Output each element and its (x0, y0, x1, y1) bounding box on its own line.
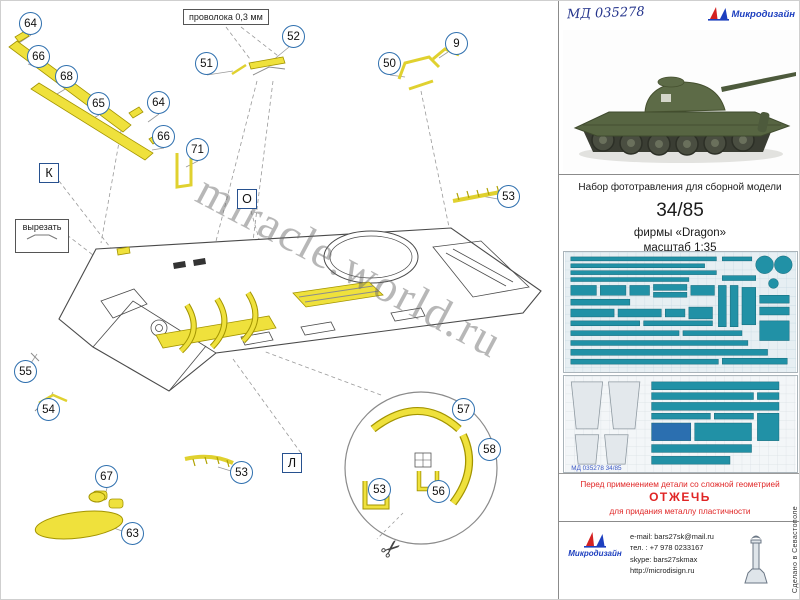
monument-icon (744, 535, 768, 584)
product-code: МД 035278 (566, 4, 645, 23)
part-callout: 66 (152, 125, 175, 148)
product-description: Набор фототравления для сборной модели (578, 182, 782, 193)
cutout-label: вырезать (15, 219, 69, 253)
brand-sail-icon (707, 7, 729, 21)
contact-email: e-mail: bars27sk@mail.ru (630, 532, 714, 541)
contact-info: e-mail: bars27sk@mail.ru тел. : +7 978 0… (630, 531, 735, 577)
warning-line-1: Перед применением детали со сложной геом… (580, 480, 780, 489)
contact-website: http://microdisign.ru (630, 566, 695, 576)
tank-photo (562, 30, 798, 172)
part-callout: 57 (452, 398, 475, 421)
fret-photo-2: МД 035278 34/85 (559, 375, 799, 473)
part-callout: 63 (121, 522, 144, 545)
part-callout: 64 (147, 91, 170, 114)
part-callout: 53 (230, 461, 253, 484)
warning-text: Перед применением детали со сложной геом… (559, 473, 799, 521)
brand-sail-icon (584, 532, 606, 548)
part-callout: 68 (55, 65, 78, 88)
brand-name: Микродизайн (731, 8, 796, 20)
brand-logo-footer: Микродизайн (566, 531, 624, 558)
part-callout: 64 (19, 12, 42, 35)
part-callout: 56 (427, 480, 450, 503)
letter-marker: О (237, 189, 257, 209)
part-callout: 52 (282, 25, 305, 48)
part-callout: 54 (37, 398, 60, 421)
info-panel: МД 035278 Микродизайн (558, 1, 799, 599)
part-callout: 9 (445, 32, 468, 55)
part-callout: 51 (195, 52, 218, 75)
part-callout: 53 (497, 185, 520, 208)
box-art-photo (559, 27, 799, 175)
assembly-diagram: ✂ miracle.world.ru проволока 0,3 мм выре… (1, 1, 558, 599)
product-info: Набор фототравления для сборной модели 3… (559, 175, 799, 254)
wire-label: проволока 0,3 мм (183, 9, 269, 25)
model-scale: масштаб 1:35 (643, 242, 717, 254)
warning-line-3: для придания металлу пластичности (609, 506, 751, 516)
part-callout: 67 (95, 465, 118, 488)
part-callout: 65 (87, 92, 110, 115)
model-manufacturer: фирмы «Dragon» (633, 227, 727, 239)
warning-line-2: ОТЖЕЧЬ (649, 490, 711, 505)
contact-skype: skype: bars27skmax (630, 554, 698, 564)
fret-label: МД 035278 34/85 (571, 465, 622, 472)
part-callout: 58 (478, 438, 501, 461)
fret-photo-1 (559, 251, 799, 373)
brand-logo: Микродизайн (707, 6, 796, 22)
contact-phone: тел. : +7 978 0233167 (630, 543, 704, 553)
diagram-line-art: ✂ (8, 26, 542, 566)
cutout-part-sketch (26, 234, 58, 240)
letter-marker: Л (282, 453, 302, 473)
panel-header: МД 035278 Микродизайн (559, 1, 799, 27)
part-callout: 71 (186, 138, 209, 161)
cutout-label-text: вырезать (22, 222, 62, 232)
model-name: 34/85 (656, 200, 704, 221)
made-in-label: Сделано в Севастополе (792, 505, 799, 593)
part-callout: 50 (378, 52, 401, 75)
brand-name: Микродизайн (568, 549, 622, 558)
part-callout: 66 (27, 45, 50, 68)
part-callout: 55 (14, 360, 37, 383)
letter-marker: К (39, 163, 59, 183)
footer: Микродизайн e-mail: bars27sk@mail.ru тел… (559, 521, 799, 593)
part-callout: 53 (368, 478, 391, 501)
